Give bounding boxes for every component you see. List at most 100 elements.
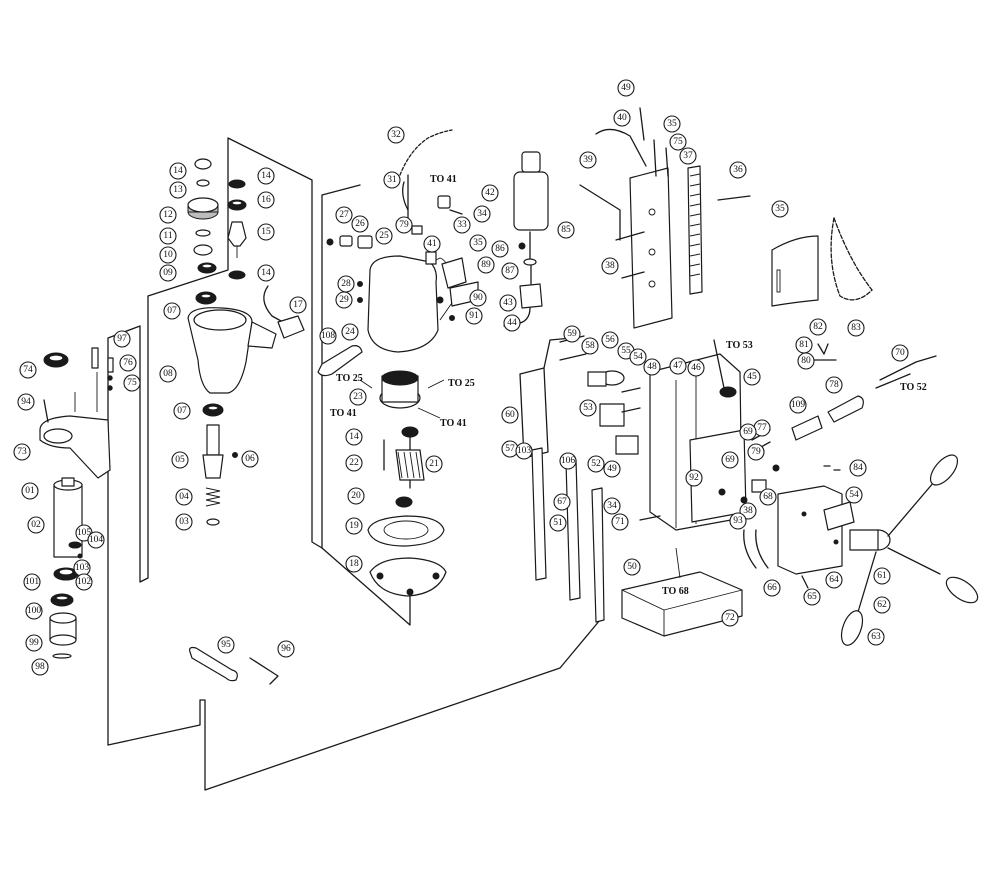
part-label-text: 10 [163, 250, 173, 260]
part-label-circle [241, 450, 259, 468]
part-label-circle [345, 517, 363, 535]
part-label: 64 [825, 571, 843, 589]
ref-to41-top: TO 41 [430, 174, 457, 185]
part-label-text: 103 [517, 446, 532, 456]
part-label-text: 35 [473, 238, 483, 248]
part-label-text: 96 [281, 644, 291, 654]
part-label: 04 [175, 488, 193, 506]
part-label-circle [175, 513, 193, 531]
part-label-circle [453, 216, 471, 234]
part-label: 49 [617, 79, 635, 97]
part-label-text: 56 [605, 335, 615, 345]
part-label-circle [469, 234, 487, 252]
part-label-circle [277, 640, 295, 658]
part-label: 25 [375, 227, 393, 245]
part-label-text: 84 [853, 463, 863, 473]
part-label: 69 [721, 451, 739, 469]
part-label-circle [581, 337, 599, 355]
part-label-text: 44 [507, 318, 517, 328]
part-label-text: 34 [607, 501, 617, 511]
part-label-text: 67 [557, 497, 567, 507]
part-label-circle [159, 206, 177, 224]
part-label: 74 [19, 361, 37, 379]
part-label-circle [789, 396, 807, 414]
part-label-text: 14 [261, 268, 271, 278]
part-label-circle [217, 636, 235, 654]
part-label-text: 01 [25, 486, 35, 496]
part-label: 109 [789, 396, 807, 414]
part-label-text: 49 [607, 464, 617, 474]
part-label: 60 [501, 406, 519, 424]
part-label-circle [351, 215, 369, 233]
part-label-circle [611, 513, 629, 531]
part-label: 98 [31, 658, 49, 676]
part-label-circle [375, 227, 393, 245]
part-label-text: 21 [429, 459, 439, 469]
part-label: 03 [175, 513, 193, 531]
part-label: 99 [25, 634, 43, 652]
part-label: 91 [465, 307, 483, 325]
part-label: 02 [27, 516, 45, 534]
part-label-circle [669, 133, 687, 151]
part-label: 62 [873, 596, 891, 614]
part-label: 79 [747, 443, 765, 461]
part-label-text: 102 [77, 577, 92, 587]
part-label-circle [477, 256, 495, 274]
part-label-circle [763, 579, 781, 597]
part-label: 59 [563, 325, 581, 343]
part-label-circle [319, 327, 337, 345]
part-label-text: 47 [673, 361, 683, 371]
part-label: 46 [687, 359, 705, 377]
part-label-text: 37 [683, 151, 693, 161]
part-label-text: 105 [77, 528, 92, 538]
part-label-text: 50 [627, 562, 637, 572]
part-label-circle [679, 147, 697, 165]
part-label-text: 19 [349, 521, 359, 531]
part-label-text: 64 [829, 575, 839, 585]
part-label: 11 [159, 227, 177, 245]
part-label: 83 [847, 319, 865, 337]
part-label: 35 [771, 200, 789, 218]
part-label-text: 26 [355, 219, 365, 229]
part-label-circle [175, 488, 193, 506]
part-label: 44 [503, 314, 521, 332]
part-label-circle [579, 151, 597, 169]
part-label-text: 94 [21, 397, 31, 407]
tools [189, 646, 279, 685]
part-label-text: 03 [179, 517, 189, 527]
part-label-circle [601, 331, 619, 349]
part-label-circle [19, 361, 37, 379]
part-label-text: 82 [813, 322, 823, 332]
part-label-text: 80 [801, 356, 811, 366]
part-label-circle [347, 487, 365, 505]
part-label-circle [21, 482, 39, 500]
part-label-circle [395, 216, 413, 234]
part-label: 41 [423, 235, 441, 253]
part-label-text: 38 [743, 506, 753, 516]
part-label: 12 [159, 206, 177, 224]
part-label-circle [579, 399, 597, 417]
part-label-text: 36 [733, 165, 743, 175]
part-label-text: 27 [339, 210, 349, 220]
part-label-text: 31 [387, 175, 397, 185]
part-label-text: 83 [851, 323, 861, 333]
part-label-text: 95 [221, 640, 231, 650]
part-label-circle [173, 402, 191, 420]
part-label-text: 62 [877, 600, 887, 610]
part-label: 104 [87, 531, 105, 549]
part-label-circle [25, 634, 43, 652]
part-label-circle [873, 567, 891, 585]
part-label-circle [549, 514, 567, 532]
part-label-text: 34 [477, 209, 487, 219]
part-label-circle [159, 365, 177, 383]
ref-to52: TO 52 [900, 382, 927, 393]
part-label-text: 61 [877, 571, 887, 581]
part-label-text: 86 [495, 244, 505, 254]
part-label-circle [159, 264, 177, 282]
part-label-text: 79 [399, 220, 409, 230]
part-label: 23 [349, 388, 367, 406]
part-label-text: 77 [757, 423, 767, 433]
part-label: 17 [289, 296, 307, 314]
